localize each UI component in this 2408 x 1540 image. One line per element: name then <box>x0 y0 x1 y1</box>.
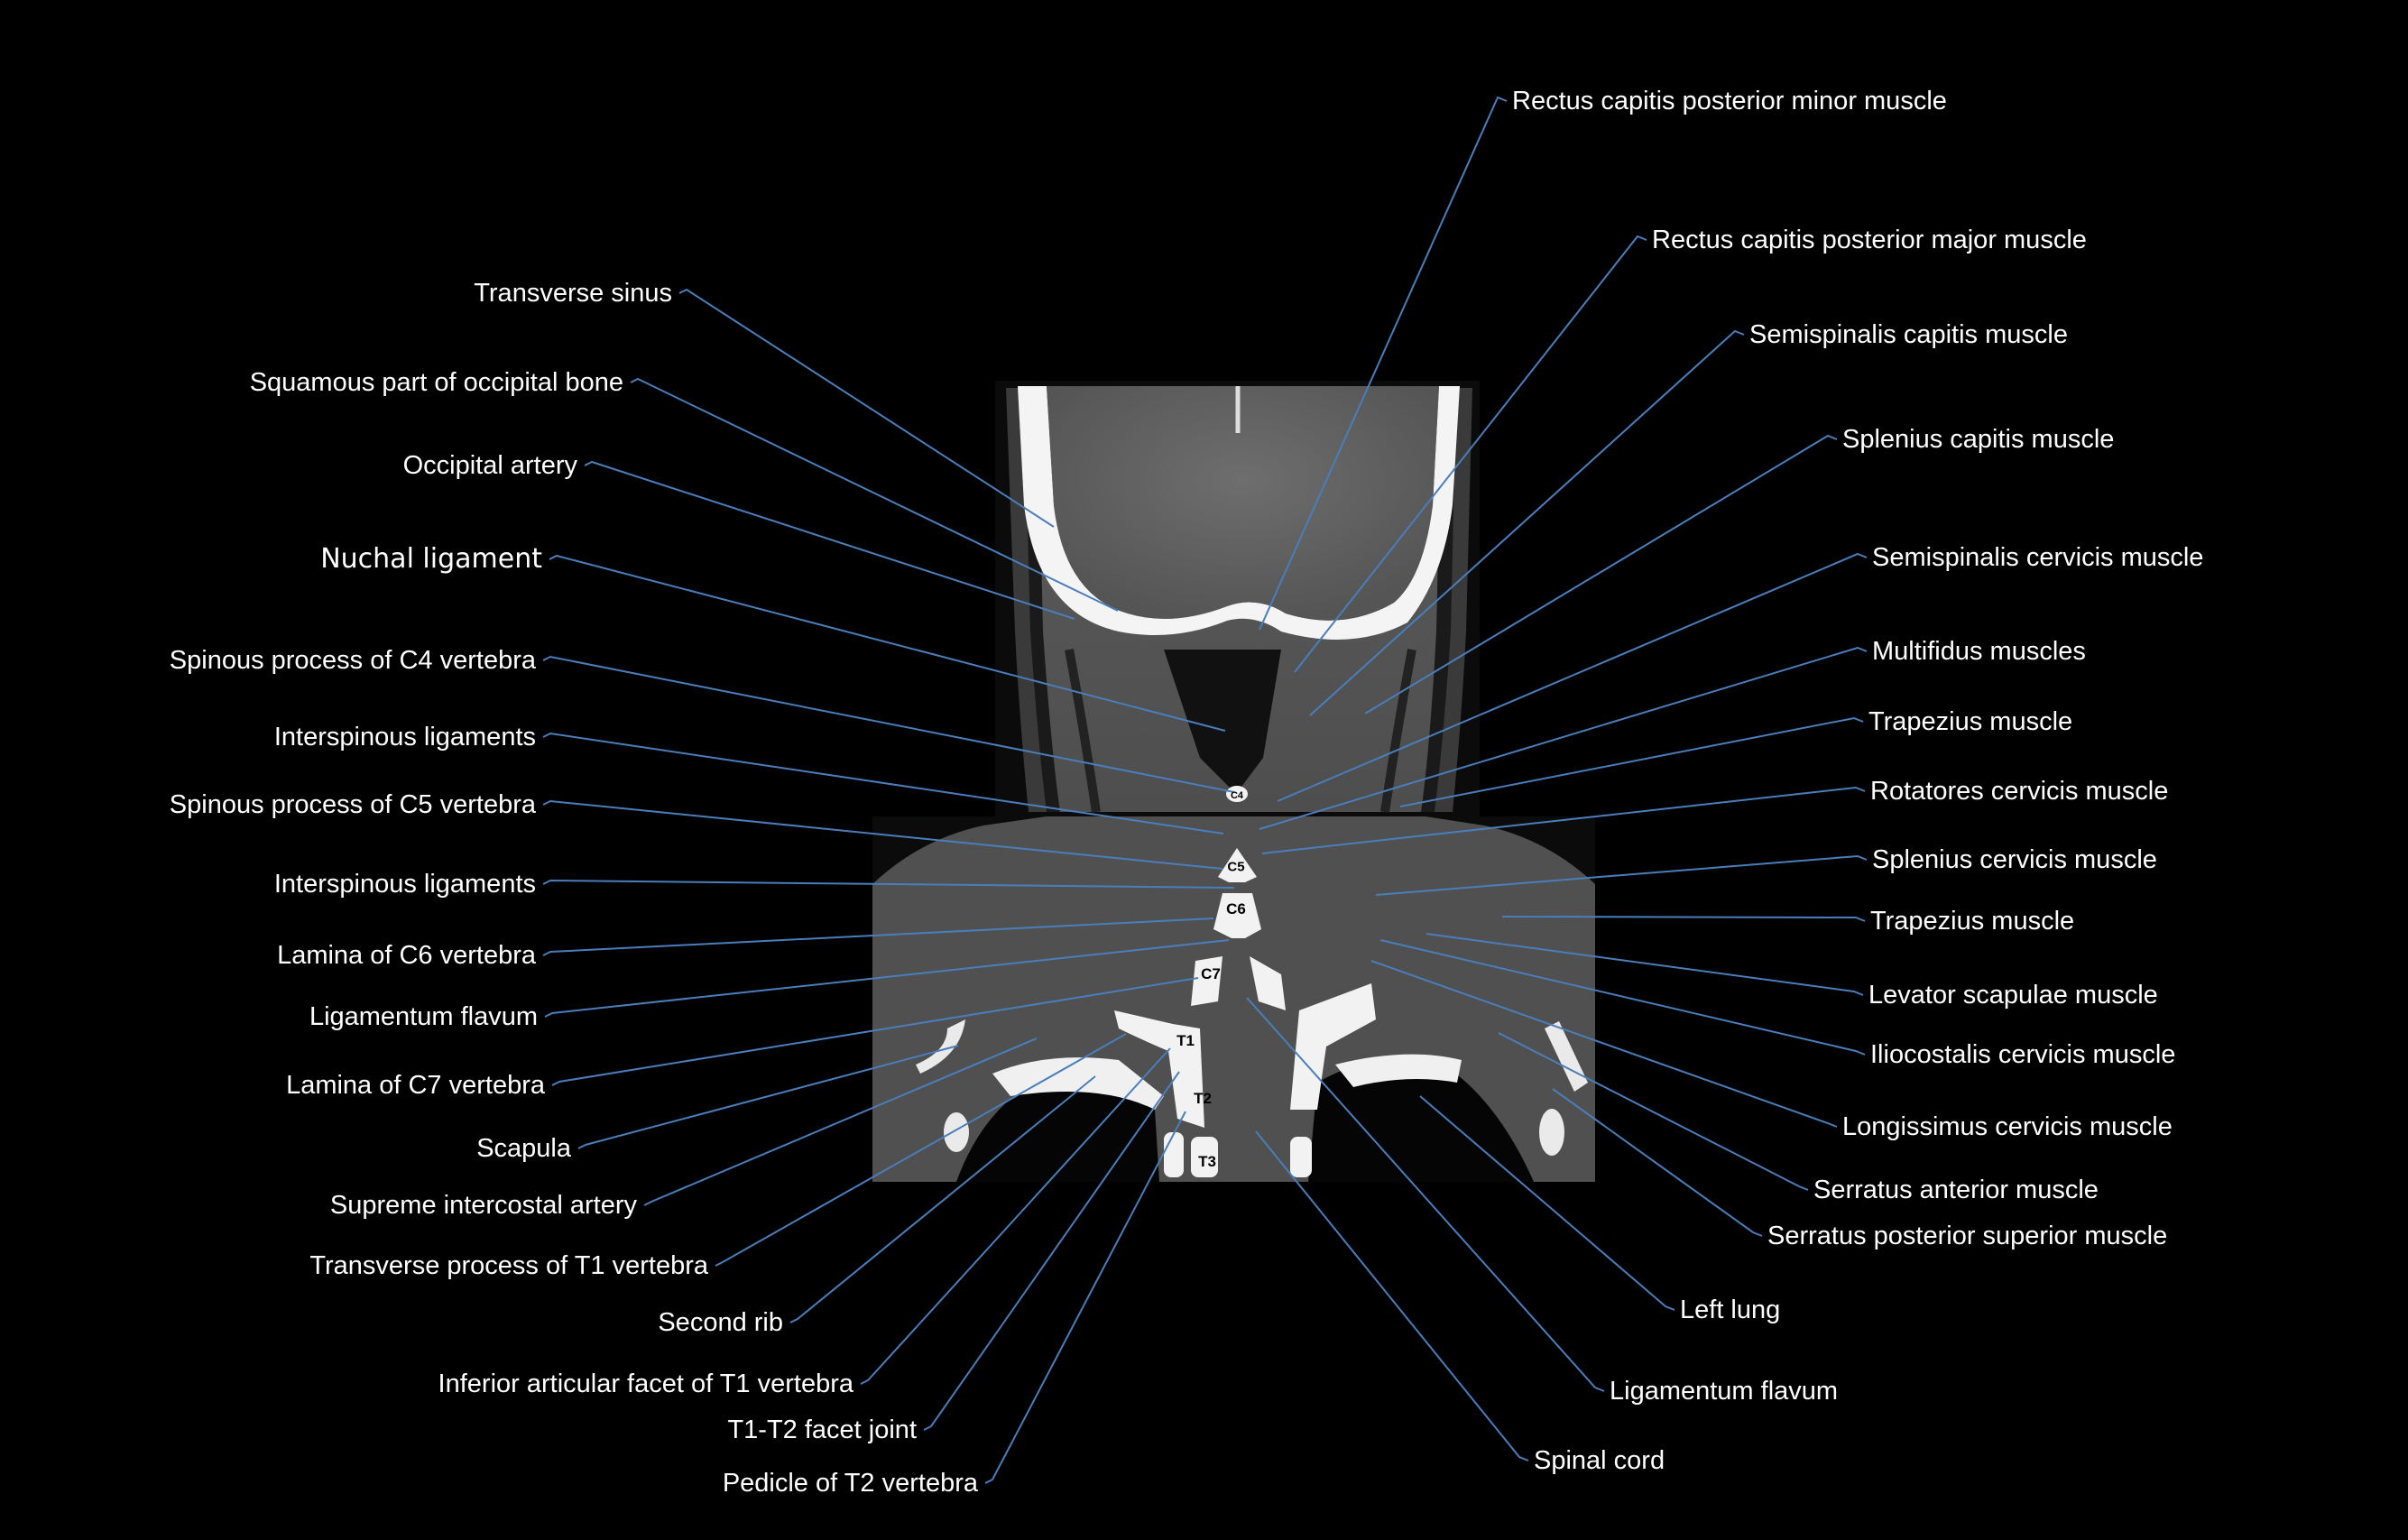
label-interspinous-2: Interspinous ligaments <box>273 870 536 899</box>
label-transverse-process-t1: Transverse process of T1 vertebra <box>309 1251 708 1280</box>
label-transverse-sinus: Transverse sinus <box>474 279 672 308</box>
label-serratus-posterior-superior: Serratus posterior superior muscle <box>1767 1222 2168 1250</box>
label-rectus-capitis-posterior-major: Rectus capitis posterior major muscle <box>1652 226 2087 254</box>
label-spinous-c4: Spinous process of C4 vertebra <box>169 646 536 675</box>
label-ligamentum-flavum-right: Ligamentum flavum <box>1610 1377 1839 1406</box>
label-squamous-occipital: Squamous part of occipital bone <box>249 368 623 397</box>
ct-head-neck-region <box>995 381 1480 832</box>
label-trapezius-1: Trapezius muscle <box>1868 707 2073 736</box>
label-supreme-intercostal-artery: Supreme intercostal artery <box>329 1191 637 1220</box>
label-pedicle-t2: Pedicle of T2 vertebra <box>722 1469 978 1498</box>
label-ligamentum-flavum-left: Ligamentum flavum <box>309 1002 538 1031</box>
label-rectus-capitis-posterior-minor: Rectus capitis posterior minor muscle <box>1512 87 1947 115</box>
label-spinal-cord: Spinal cord <box>1534 1446 1665 1475</box>
label-spinous-c5: Spinous process of C5 vertebra <box>169 790 536 819</box>
label-second-rib: Second rib <box>658 1308 783 1337</box>
label-interspinous-1: Interspinous ligaments <box>273 723 536 752</box>
label-splenius-capitis: Splenius capitis muscle <box>1842 425 2115 454</box>
cerebellum-shape <box>1047 386 1439 621</box>
label-rotatores-cervicis: Rotatores cervicis muscle <box>1870 777 2169 806</box>
label-nuchal-ligament: Nuchal ligament <box>320 543 542 575</box>
label-trapezius-2: Trapezius muscle <box>1870 907 2075 936</box>
label-semispinalis-capitis: Semispinalis capitis muscle <box>1749 320 2068 349</box>
ct-shoulder-thorax-region <box>872 786 1595 1182</box>
label-left-lung: Left lung <box>1680 1296 1781 1324</box>
label-levator-scapulae: Levator scapulae muscle <box>1868 981 2158 1010</box>
vertebra-marker-c7: C7 <box>1201 965 1221 982</box>
vertebra-marker-c6: C6 <box>1226 900 1246 918</box>
vertebra-marker-c5: C5 <box>1227 859 1245 875</box>
vertebra-marker-c4: C4 <box>1230 790 1244 801</box>
label-multifidus: Multifidus muscles <box>1872 637 2086 666</box>
label-semispinalis-cervicis: Semispinalis cervicis muscle <box>1872 543 2204 572</box>
label-longissimus-cervicis: Longissimus cervicis muscle <box>1842 1112 2173 1141</box>
label-lamina-c6: Lamina of C6 vertebra <box>277 941 536 970</box>
vertebra-marker-t1: T1 <box>1176 1032 1195 1049</box>
label-lamina-c7: Lamina of C7 vertebra <box>286 1071 545 1100</box>
label-t1-t2-facet-joint: T1-T2 facet joint <box>727 1416 917 1444</box>
label-serratus-anterior: Serratus anterior muscle <box>1813 1176 2099 1204</box>
label-inferior-articular-facet-t1: Inferior articular facet of T1 vertebra <box>438 1369 853 1398</box>
label-occipital-artery: Occipital artery <box>402 451 577 480</box>
vertebra-marker-t2: T2 <box>1194 1090 1212 1107</box>
vertebra-marker-t3: T3 <box>1198 1153 1216 1170</box>
label-scapula: Scapula <box>476 1134 571 1163</box>
label-iliocostalis-cervicis: Iliocostalis cervicis muscle <box>1870 1040 2176 1069</box>
label-splenius-cervicis: Splenius cervicis muscle <box>1872 845 2157 874</box>
